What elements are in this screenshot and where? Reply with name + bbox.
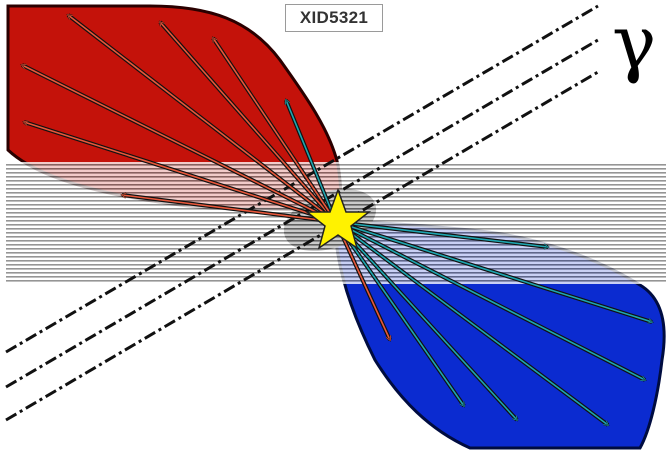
red-arrow [158,22,338,224]
cyan-arrow [334,220,466,406]
red-arrows [22,13,392,340]
red-arrow [334,221,392,340]
cyan-arrow [335,220,652,322]
cyan-arrow [335,220,645,382]
red-arrow [211,38,338,224]
red-arrow [22,63,337,224]
cyan-arrow [284,100,338,223]
corner-gamma-glyph: γ [612,0,656,86]
object-id-label: XID5321 [285,4,383,32]
cyan-arrow [334,220,608,427]
red-arrow [68,13,338,224]
red-arrow [24,120,337,224]
star-icon [304,187,372,250]
cyan-arrow [334,220,519,420]
cyan-arrows [284,100,652,427]
red-arrow [122,195,337,224]
cyan-arrow [335,220,548,247]
